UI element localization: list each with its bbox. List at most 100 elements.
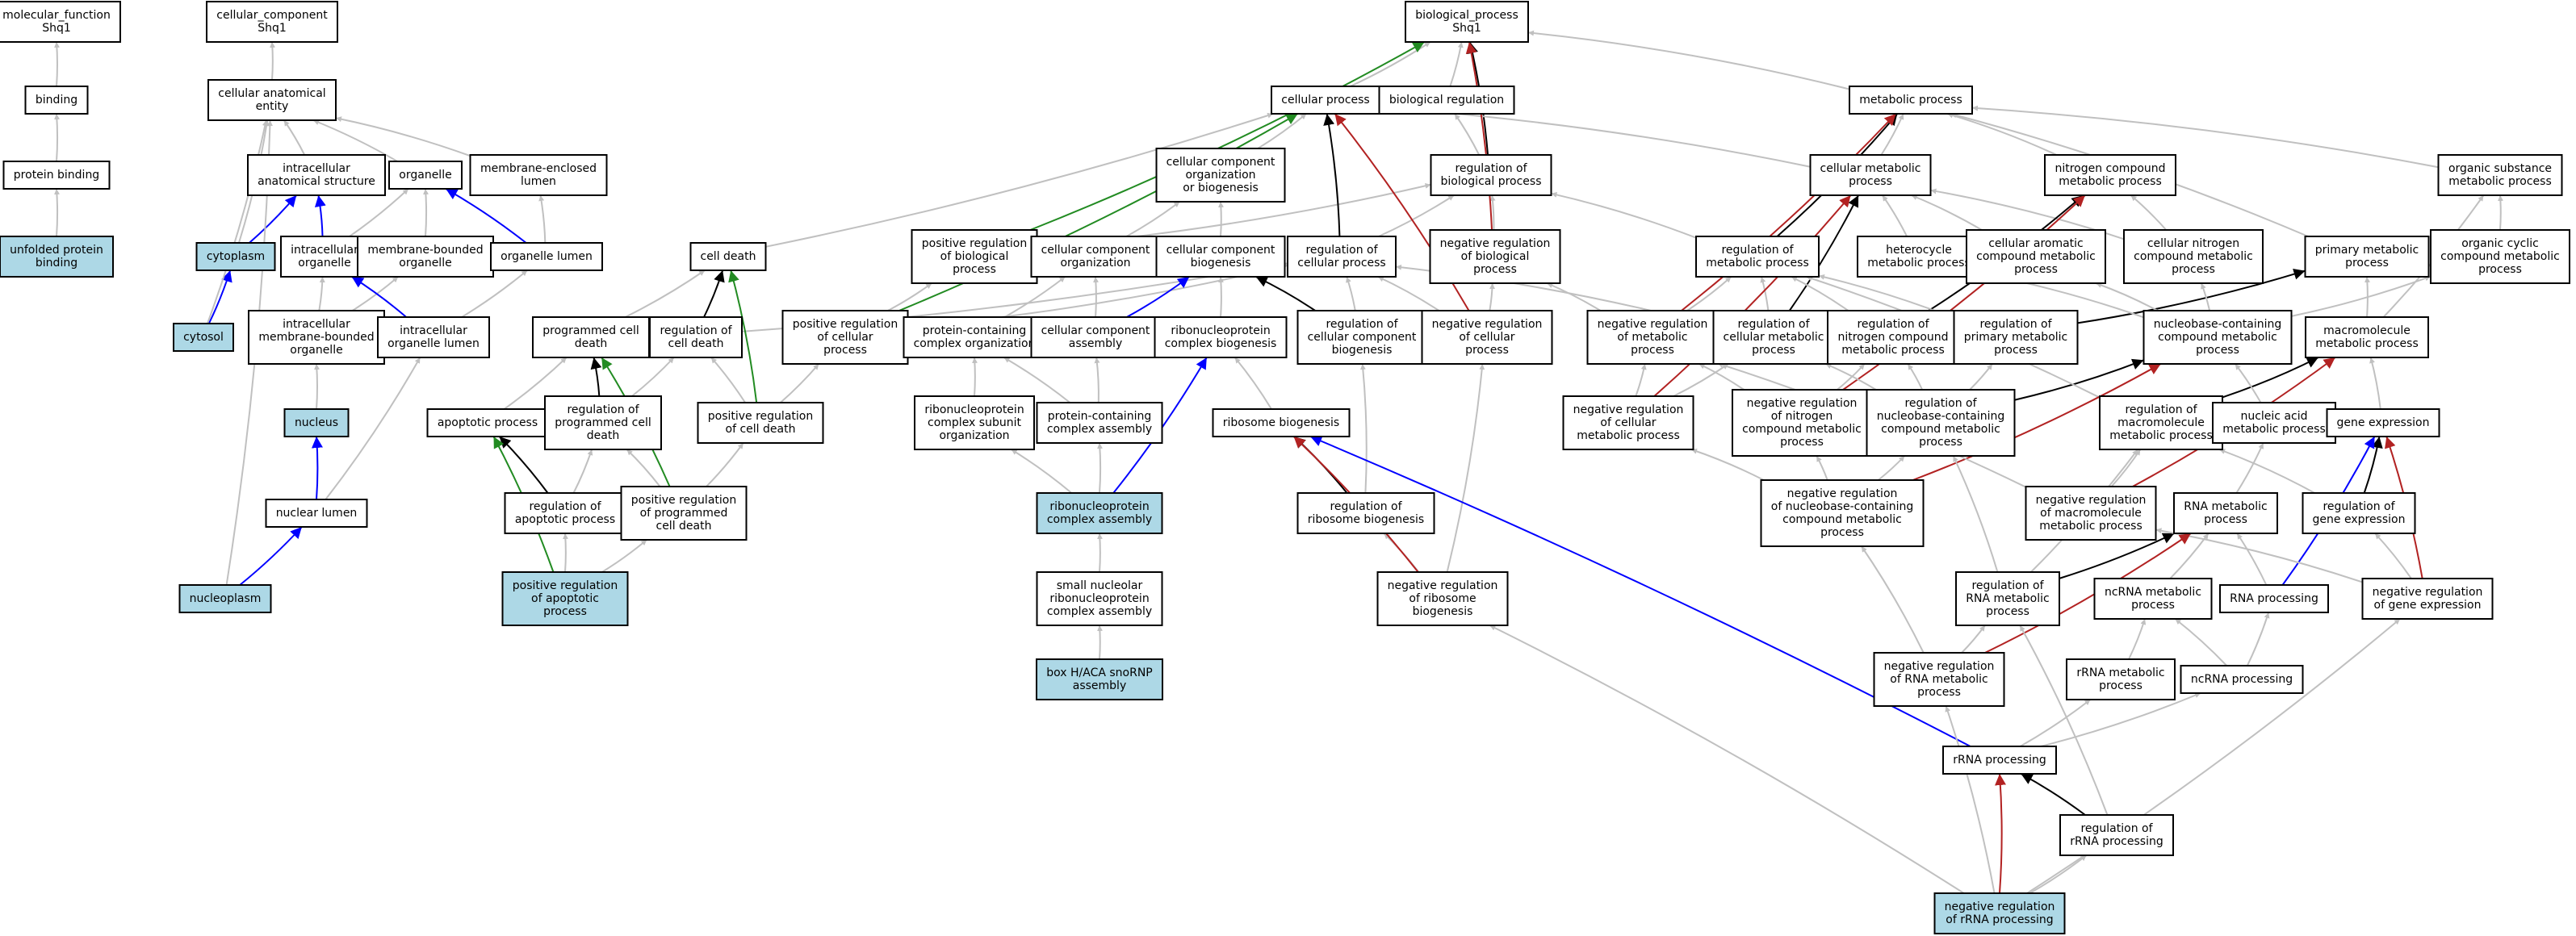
- go-term-box: [1857, 236, 1981, 278]
- go-term-label: process: [1780, 436, 1824, 449]
- edge-negatively-regulates: [1912, 363, 2162, 481]
- go-term-box: [781, 310, 909, 365]
- go-term-box: [178, 584, 272, 613]
- go-term-label: organelle: [290, 344, 342, 357]
- edge-is-a: [314, 363, 320, 410]
- go-term-label: binding: [36, 94, 77, 107]
- edge-is-a: [780, 363, 820, 403]
- go-term-box: [1809, 154, 1932, 196]
- go-term-label: regulation of: [1455, 162, 1527, 175]
- go-term-label: organelle: [399, 169, 451, 182]
- go-term-label: death: [587, 429, 619, 442]
- go-term-box: [2180, 665, 2304, 694]
- go-term-label: biogenesis: [1413, 605, 1473, 618]
- go-term-node: cytoplasm: [195, 242, 276, 271]
- edge-is-a: [2174, 618, 2228, 666]
- go-term-label: of metabolic: [1617, 331, 1687, 344]
- go-term-label: ribosome biogenesis: [1308, 513, 1424, 526]
- go-term-label: of RNA metabolic: [1890, 673, 1987, 686]
- edge-is-a: [461, 270, 528, 318]
- go-term-box: [1212, 408, 1351, 437]
- go-term-node: protein binding: [2, 161, 111, 190]
- go-term-label: organic cyclic: [2461, 237, 2539, 250]
- go-term-label: compound metabolic: [2440, 250, 2560, 263]
- go-term-node: RNA processing: [2219, 584, 2329, 613]
- go-term-label: metabolic process: [1841, 344, 1945, 357]
- go-term-label: nucleoplasm: [190, 592, 262, 605]
- go-term-label: anatomical structure: [258, 175, 375, 188]
- edge-is-a: [1952, 455, 1999, 573]
- edge-negatively-regulates: [1842, 194, 2086, 391]
- go-term-box: [697, 402, 824, 444]
- edge-is-a: [2369, 357, 2381, 410]
- edge-is-a: [1234, 357, 1272, 410]
- edge-regulates: [498, 436, 549, 494]
- go-term-node: nucleoplasm: [178, 584, 272, 613]
- go-term-label: nucleobase-containing: [2154, 318, 2282, 331]
- go-term-label: apoptotic process: [438, 416, 538, 429]
- go-term-box: [1378, 86, 1515, 115]
- go-term-label: cellular metabolic: [1820, 162, 1921, 175]
- go-term-label: process: [543, 605, 587, 618]
- go-term-box: [2361, 578, 2494, 620]
- go-term-box: [1155, 148, 1286, 203]
- go-term-label: process: [1919, 436, 1962, 449]
- go-term-node: cellular process: [1271, 86, 1380, 115]
- go-term-label: compound metabolic: [1742, 423, 1862, 436]
- edge-is-a: [352, 276, 399, 311]
- edge-is-a: [1551, 191, 1697, 239]
- go-term-box: [247, 154, 386, 196]
- edge-is-a: [1698, 363, 1745, 391]
- edge-is-a: [706, 442, 744, 487]
- edge-is-a: [1350, 41, 1431, 87]
- go-term-label: complex subunit: [928, 416, 1021, 429]
- go-term-node: ribosome biogenesis: [1212, 408, 1351, 437]
- edge-part-of: [312, 436, 323, 500]
- edge-positively-regulates: [1029, 41, 1426, 231]
- go-term-label: metabolic process: [2222, 423, 2326, 436]
- go-term-label: nitrogen compound: [2055, 162, 2165, 175]
- go-term-label: metabolic process: [1577, 429, 1680, 442]
- edge-is-a: [2498, 194, 2503, 231]
- go-term-box: [0, 1, 121, 43]
- go-term-box: [1953, 310, 2079, 365]
- edge-is-a: [710, 357, 746, 403]
- go-term-label: process: [1465, 344, 1509, 357]
- go-term-label: process: [2099, 679, 2142, 692]
- go-term-label: protein-containing: [923, 324, 1026, 337]
- go-term-box: [1760, 479, 1925, 547]
- go-term-label: heterocycle: [1886, 244, 1952, 257]
- go-term-label: of programmed: [640, 507, 728, 520]
- edge-regulates: [2077, 269, 2306, 324]
- edge-is-a: [1546, 282, 1602, 311]
- go-term-label: binding: [36, 257, 77, 270]
- go-term-box: [2025, 486, 2157, 541]
- go-term-box: [1732, 389, 1872, 457]
- go-term-node: small nucleolarribonucleoproteincomplex …: [1036, 571, 1163, 626]
- go-term-label: assembly: [1069, 337, 1122, 350]
- go-term-label: molecular_function: [2, 9, 111, 22]
- edge-is-a: [1011, 449, 1073, 494]
- go-term-node: nucleus: [283, 408, 350, 437]
- go-term-label: process: [1631, 344, 1674, 357]
- go-term-label: process: [1917, 686, 1961, 699]
- go-term-label: nitrogen compound: [1837, 331, 1948, 344]
- go-term-label: biogenesis: [1191, 257, 1251, 270]
- go-term-box: [173, 323, 234, 352]
- go-term-label: metabolic process: [2448, 175, 2552, 188]
- go-term-node: metabolic process: [1849, 86, 1973, 115]
- go-term-label: lumen: [521, 175, 556, 188]
- edge-is-a: [2291, 275, 2431, 317]
